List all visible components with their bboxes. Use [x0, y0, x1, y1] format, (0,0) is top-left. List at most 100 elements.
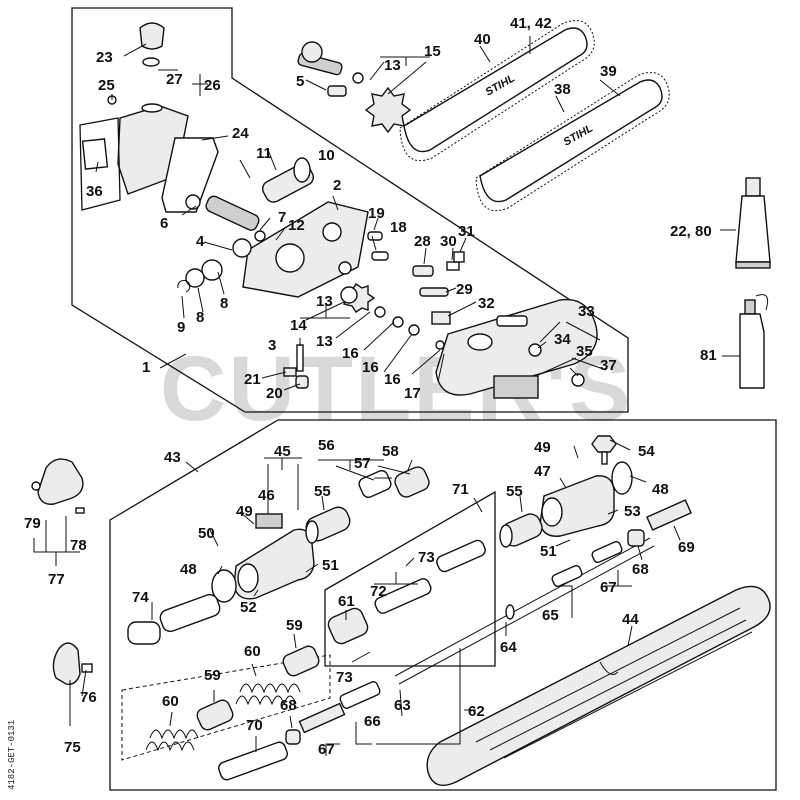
coupling-61 [327, 607, 369, 645]
label-46: 46 [258, 487, 275, 504]
label-29: 29 [456, 281, 473, 298]
label-49b: 49 [534, 439, 551, 456]
label-67a: 67 [600, 579, 617, 596]
washers [340, 283, 445, 350]
square-shaft-67-left [298, 702, 346, 734]
clamp-75 [52, 642, 93, 685]
label-44: 44 [622, 611, 639, 628]
tube-71-lower [374, 578, 432, 614]
label-53: 53 [624, 503, 641, 520]
label-1: 1 [142, 359, 150, 376]
label-64: 64 [500, 639, 517, 656]
label-51a: 51 [322, 557, 339, 574]
label-8: 8 [196, 309, 204, 326]
label-49a: 49 [236, 503, 253, 520]
label-16b: 16 [362, 359, 379, 376]
document-code: 4182-GET-0131 [7, 720, 17, 790]
label-40: 40 [474, 31, 491, 48]
label-27: 27 [166, 71, 183, 88]
shaft-tube-44 [426, 585, 771, 786]
label-81: 81 [700, 347, 717, 364]
shaft-66 [339, 681, 381, 709]
label-31: 31 [458, 223, 475, 240]
label-43: 43 [164, 449, 181, 466]
label-4: 4 [196, 233, 205, 250]
label-30: 30 [440, 233, 457, 250]
sleeve-59-upper [282, 645, 320, 677]
label-48a: 48 [180, 561, 197, 578]
label-13b: 13 [316, 293, 333, 310]
spur-gear-part [297, 41, 364, 97]
label-51b: 51 [540, 543, 557, 560]
label-6: 6 [160, 215, 168, 232]
label-15: 15 [424, 43, 441, 60]
inner-group-71 [324, 490, 496, 667]
oil-cap-assembly [79, 22, 189, 211]
label-61: 61 [338, 593, 355, 610]
label-37: 37 [600, 357, 617, 374]
label-28: 28 [414, 233, 431, 250]
label-52: 52 [240, 599, 257, 616]
gear-housing [242, 201, 369, 298]
label-7: 7 [278, 209, 286, 226]
label-22-80: 22, 80 [670, 223, 712, 240]
label-48b: 48 [652, 481, 669, 498]
label-78: 78 [70, 537, 87, 554]
label-2: 2 [333, 177, 341, 194]
label-79: 79 [24, 515, 41, 532]
nut-37 [571, 373, 585, 387]
label-8b: 8 [220, 295, 228, 312]
label-36: 36 [86, 183, 103, 200]
label-60b: 60 [162, 693, 179, 710]
label-33: 33 [578, 303, 595, 320]
label-12: 12 [288, 217, 305, 234]
spring-60-lower [145, 729, 199, 752]
grease-tube [735, 177, 771, 269]
label-47: 47 [534, 463, 551, 480]
label-26: 26 [204, 77, 221, 94]
drive-shaft [394, 537, 655, 685]
label-35: 35 [576, 343, 593, 360]
label-18: 18 [390, 219, 407, 236]
label-34: 34 [554, 331, 571, 348]
label-50: 50 [198, 525, 215, 542]
label-13a: 13 [384, 57, 401, 74]
label-16a: 16 [342, 345, 359, 362]
label-23: 23 [96, 49, 113, 66]
label-72: 72 [370, 583, 387, 600]
bushing-part [261, 157, 315, 203]
label-71: 71 [452, 481, 469, 498]
label-75: 75 [64, 739, 81, 756]
label-3: 3 [268, 337, 276, 354]
label-20: 20 [266, 385, 283, 402]
label-73a: 73 [418, 549, 435, 566]
label-55a: 55 [314, 483, 331, 500]
label-68b: 68 [280, 697, 297, 714]
ring-48-left [211, 569, 237, 603]
subgroup-dashed [121, 654, 331, 761]
sleeve-55-right [499, 513, 543, 548]
label-66: 66 [364, 713, 381, 730]
label-32: 32 [478, 295, 495, 312]
label-69: 69 [678, 539, 695, 556]
label-76: 76 [80, 689, 97, 706]
label-38: 38 [554, 81, 571, 98]
chain-tensioner [367, 231, 465, 325]
label-24: 24 [232, 125, 249, 142]
label-73b: 73 [336, 669, 353, 686]
tube-74-end [127, 621, 161, 645]
sleeve-59-lower [196, 699, 234, 731]
bottom-group-outline [109, 419, 777, 791]
nut-34 [528, 343, 542, 357]
tube-71-upper [436, 539, 486, 573]
label-67b: 67 [318, 741, 335, 758]
clamp-57 [394, 466, 430, 498]
label-56: 56 [318, 437, 335, 454]
sprocket-top [364, 86, 412, 134]
bushing-68-left [285, 729, 301, 745]
label-59b: 59 [204, 667, 221, 684]
guide-bar-1: STIHL [399, 19, 595, 162]
coupling-housing-right [539, 435, 617, 537]
label-74: 74 [132, 589, 149, 606]
